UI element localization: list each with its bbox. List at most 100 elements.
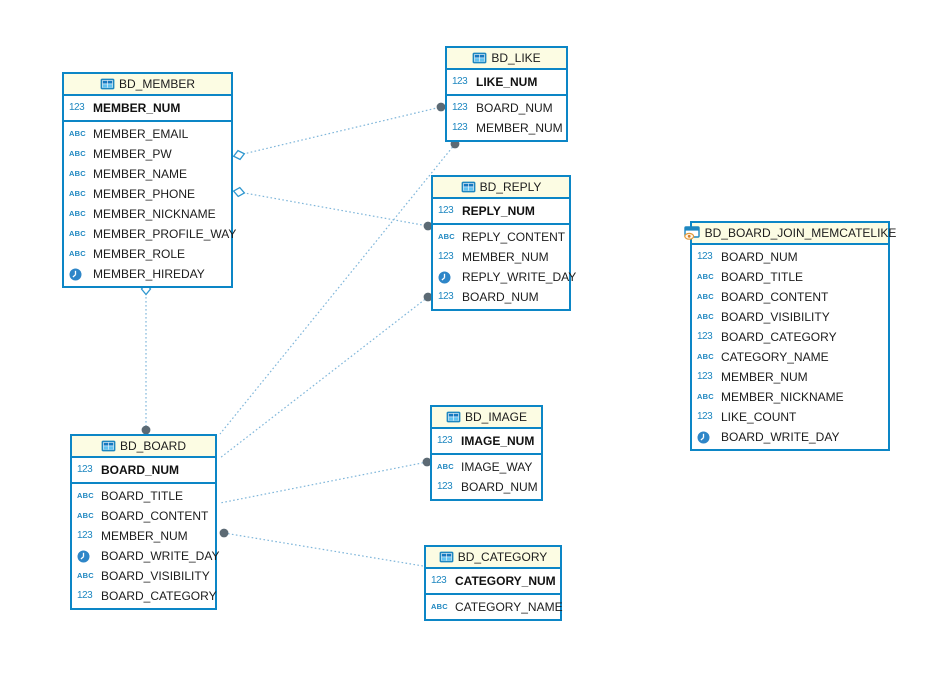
numeric-type-icon: 123	[697, 411, 713, 422]
column-board-write-day[interactable]: BOARD_WRITE_DAY	[692, 427, 888, 447]
entity-name: BD_BOARD_JOIN_MEMCATELIKE	[704, 226, 897, 240]
numeric-type-icon: 123	[77, 464, 93, 475]
column-name: BOARD_CATEGORY	[101, 589, 217, 603]
relation-line[interactable]	[219, 296, 429, 459]
text-type-icon: ABC	[69, 149, 86, 159]
column-name: BOARD_CONTENT	[721, 290, 829, 304]
column-board-content[interactable]: ABC BOARD_CONTENT	[692, 287, 888, 307]
text-type-icon: ABC	[697, 292, 714, 302]
column-member-hireday[interactable]: MEMBER_HIREDAY	[64, 264, 231, 284]
table-icon	[100, 78, 115, 90]
entity-header[interactable]: BD_CATEGORY	[426, 547, 560, 569]
column-name: BOARD_NUM	[461, 480, 538, 494]
relation-end-circle	[436, 102, 446, 112]
column-name: IMAGE_NUM	[461, 434, 535, 448]
column-category-num[interactable]: 123 CATEGORY_NUM	[426, 571, 560, 591]
relation-line[interactable]	[219, 461, 428, 504]
table-icon	[439, 551, 454, 563]
column-board-num[interactable]: 123 BOARD_NUM	[447, 98, 566, 118]
column-name: CATEGORY_NUM	[455, 574, 556, 588]
relation-line[interactable]	[219, 143, 456, 435]
entity-header[interactable]: BD_IMAGE	[432, 407, 541, 429]
relation-line[interactable]	[223, 532, 424, 567]
view-icon	[683, 226, 701, 240]
column-like-count[interactable]: 123 LIKE_COUNT	[692, 407, 888, 427]
table-icon	[461, 181, 476, 193]
relation-bd-board-bd-category	[219, 528, 424, 567]
entity-header[interactable]: BD_LIKE	[447, 48, 566, 70]
text-type-icon: ABC	[69, 209, 86, 219]
relation-end-circle	[219, 528, 229, 538]
numeric-type-icon: 123	[438, 251, 454, 262]
column-name: MEMBER_EMAIL	[93, 127, 189, 141]
entity-header[interactable]: BD_BOARD_JOIN_MEMCATELIKE	[683, 223, 896, 245]
relation-line[interactable]	[238, 191, 429, 227]
entity-header[interactable]: BD_MEMBER	[64, 74, 231, 96]
column-image-num[interactable]: 123 IMAGE_NUM	[432, 431, 541, 451]
column-name: BOARD_VISIBILITY	[101, 569, 210, 583]
primary-key-section: 123 CATEGORY_NUM	[426, 569, 560, 595]
relation-end-circle	[423, 221, 433, 231]
column-name: LIKE_COUNT	[721, 410, 797, 424]
column-reply-write-day[interactable]: REPLY_WRITE_DAY	[433, 267, 576, 287]
entity-header[interactable]: BD_REPLY	[433, 177, 569, 199]
relation-bd-reply-bd-board	[219, 292, 433, 459]
column-name: BOARD_NUM	[476, 101, 553, 115]
datetime-type-icon	[697, 431, 717, 444]
numeric-type-icon: 123	[438, 291, 454, 302]
numeric-type-icon: 123	[437, 435, 453, 446]
numeric-type-icon: 123	[431, 575, 447, 586]
column-name: BOARD_VISIBILITY	[721, 310, 830, 324]
column-name: MEMBER_NUM	[93, 101, 181, 115]
entity-name: BD_BOARD	[119, 439, 187, 453]
column-name: REPLY_CONTENT	[462, 230, 566, 244]
column-name: BOARD_WRITE_DAY	[721, 430, 840, 444]
numeric-type-icon: 123	[452, 102, 468, 113]
column-board-write-day[interactable]: BOARD_WRITE_DAY	[72, 546, 219, 566]
entity-header[interactable]: BD_BOARD	[72, 436, 215, 458]
column-name: MEMBER_NICKNAME	[93, 207, 216, 221]
column-member-nickname[interactable]: ABC MEMBER_NICKNAME	[64, 204, 231, 224]
text-type-icon: ABC	[77, 491, 94, 501]
relation-line[interactable]	[238, 106, 442, 156]
